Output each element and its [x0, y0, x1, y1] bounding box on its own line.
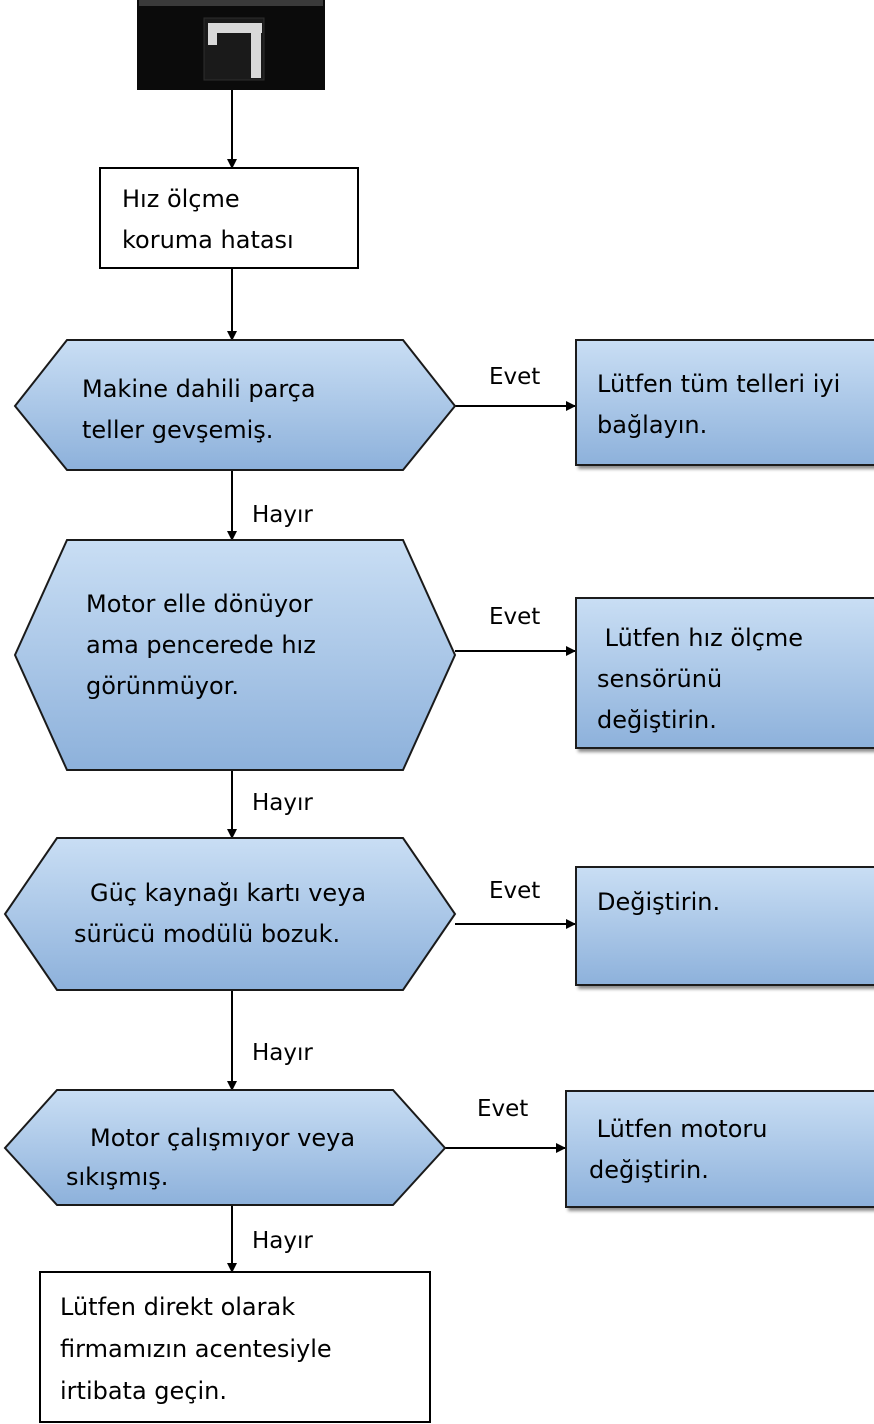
- decision-2-no-label: Hayır: [252, 790, 313, 816]
- decision-4-yes-label: Evet: [477, 1096, 529, 1122]
- decision-2-line-3: görünmüyor.: [86, 672, 239, 700]
- decision-2-shape: [13, 539, 457, 771]
- decision-4-line-1: Motor çalışmıyor veya: [90, 1124, 356, 1152]
- end-box-line-1: Lütfen direkt olarak: [60, 1293, 296, 1321]
- action-2-line-3: değiştirin.: [597, 706, 717, 734]
- action-3-line-1: Değiştirin.: [597, 888, 721, 916]
- action-2-line-2: sensörünü: [597, 665, 723, 693]
- decision-2-line-1: Motor elle dönüyor: [86, 590, 313, 618]
- action-4-line-2: değiştirin.: [589, 1156, 709, 1184]
- digit-seven-icon: [208, 23, 262, 78]
- action-2-line-1: Lütfen hız ölçme: [597, 624, 804, 652]
- decision-3-line-2: sürücü modülü bozuk.: [74, 920, 341, 948]
- decision-3-line-1: Güç kaynağı kartı veya: [90, 879, 367, 907]
- end-box: [39, 1271, 431, 1423]
- decision-2-yes-label: Evet: [489, 604, 541, 630]
- start-box: [99, 167, 359, 269]
- action-1-box: [575, 339, 874, 466]
- connectors: [227, 90, 576, 1273]
- decision-1-line-1: Makine dahili parça: [82, 375, 316, 403]
- decision-4-no-label: Hayır: [252, 1228, 313, 1254]
- action-1-line-2: bağlayın.: [597, 411, 708, 439]
- action-1-line-1: Lütfen tüm telleri iyi: [597, 370, 841, 398]
- decision-3-yes-label: Evet: [489, 878, 541, 904]
- decision-3-no-label: Hayır: [252, 1040, 313, 1066]
- decision-2-line-2: ama pencerede hız: [86, 631, 316, 659]
- start-box-line-2: koruma hatası: [122, 226, 294, 254]
- decision-4-line-2: sıkışmış.: [66, 1163, 169, 1191]
- end-box-line-3: irtibata geçin.: [60, 1377, 228, 1405]
- decision-1-shape: [13, 339, 457, 471]
- decision-1-line-2: teller gevşemiş.: [82, 416, 274, 444]
- start-box-line-1: Hız ölçme: [122, 185, 240, 213]
- end-box-line-2: firmamızın acentesiyle: [60, 1335, 332, 1363]
- action-3-box: [575, 866, 874, 986]
- action-4-box: [565, 1090, 874, 1208]
- action-4-line-1: Lütfen motoru: [589, 1115, 768, 1143]
- decision-4-shape: [3, 1089, 447, 1206]
- decision-1-no-label: Hayır: [252, 502, 313, 528]
- seven-segment-display: [137, 0, 325, 90]
- action-2-box: [575, 597, 874, 749]
- decision-1-yes-label: Evet: [489, 364, 541, 390]
- decision-3-shape: [3, 837, 457, 991]
